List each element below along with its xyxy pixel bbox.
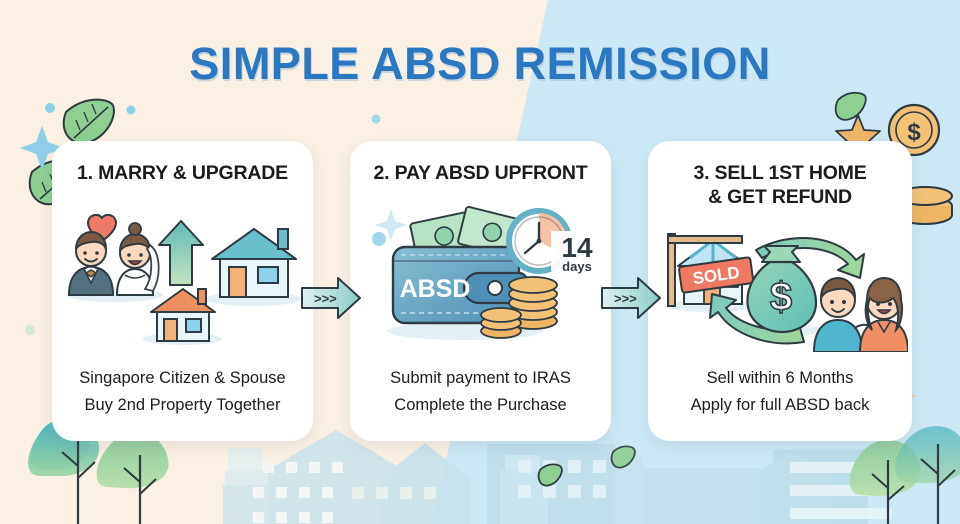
sparkle-icon bbox=[20, 126, 64, 170]
caption-line-1: Singapore Citizen & Spouse bbox=[79, 368, 286, 387]
tree-icon bbox=[894, 426, 960, 524]
up-arrow-icon bbox=[157, 219, 204, 286]
connector-label: >>> bbox=[614, 291, 637, 306]
svg-text:$: $ bbox=[907, 119, 921, 146]
card-title: 1. MARRY & UPGRADE bbox=[77, 162, 288, 184]
leaf-icon bbox=[62, 98, 115, 145]
large-house-icon bbox=[210, 227, 297, 298]
clock-number: 14 bbox=[561, 232, 593, 263]
money-bag-icon: $ bbox=[746, 245, 818, 334]
tree-icon bbox=[96, 432, 169, 524]
sparkle-icon bbox=[374, 208, 407, 241]
step-card-marry-upgrade: 1. MARRY & UPGRADE bbox=[52, 141, 313, 441]
clock-icon: 14 days bbox=[505, 207, 603, 274]
bride-groom-icon bbox=[67, 222, 160, 296]
caption-line-1: Submit payment to IRAS bbox=[390, 368, 571, 387]
connector-arrow-1: >>> bbox=[300, 276, 362, 325]
dot-icon bbox=[126, 105, 136, 115]
step-card-sell-first-home: 3. SELL 1ST HOME & GET REFUND bbox=[648, 141, 912, 441]
caption-line-2: Complete the Purchase bbox=[394, 395, 567, 414]
card-caption: Sell within 6 Months Apply for full ABSD… bbox=[648, 365, 912, 441]
card-illustration-marry-upgrade bbox=[52, 183, 313, 364]
dot-icon bbox=[371, 231, 386, 246]
card-caption: Submit payment to IRAS Complete the Purc… bbox=[350, 365, 611, 441]
caption-line-1: Sell within 6 Months bbox=[706, 368, 854, 387]
card-caption: Singapore Citizen & Spouse Buy 2nd Prope… bbox=[52, 365, 313, 441]
sold-sign-icon: SOLD bbox=[678, 256, 755, 294]
caption-line-2: Apply for full ABSD back bbox=[690, 395, 870, 414]
card-title: 3. SELL 1ST HOME & GET REFUND bbox=[693, 161, 866, 210]
connector-label: >>> bbox=[314, 291, 337, 306]
card-illustration-sell-home: SOLD $ bbox=[648, 208, 912, 365]
card-title-line-2: & GET REFUND bbox=[708, 186, 852, 209]
clock-unit: days bbox=[562, 259, 592, 274]
card-title-line-1: 3. SELL 1ST HOME bbox=[693, 162, 867, 184]
dollar-coin-icon: $ bbox=[887, 103, 941, 157]
coin-stack-icon bbox=[479, 276, 558, 339]
dot-icon bbox=[371, 114, 381, 124]
caption-line-2: Buy 2nd Property Together bbox=[84, 395, 281, 414]
wallet-label: ABSD bbox=[399, 275, 470, 303]
leaf-icon bbox=[610, 445, 636, 469]
leaf-icon bbox=[834, 91, 867, 121]
dot-icon bbox=[25, 325, 35, 335]
card-illustration-pay-absd: ABSD bbox=[350, 183, 611, 364]
dot-icon bbox=[45, 103, 55, 113]
small-house-icon bbox=[149, 287, 216, 342]
connector-arrow-2: >>> bbox=[600, 276, 662, 325]
money-symbol: $ bbox=[770, 275, 792, 319]
step-card-pay-absd-upfront: 2. PAY ABSD UPFRONT bbox=[350, 141, 611, 441]
couple-icon bbox=[812, 277, 908, 353]
leaf-icon bbox=[537, 463, 563, 487]
page-title: SIMPLE ABSD REMISSION bbox=[189, 38, 771, 89]
card-title: 2. PAY ABSD UPFRONT bbox=[373, 162, 588, 184]
